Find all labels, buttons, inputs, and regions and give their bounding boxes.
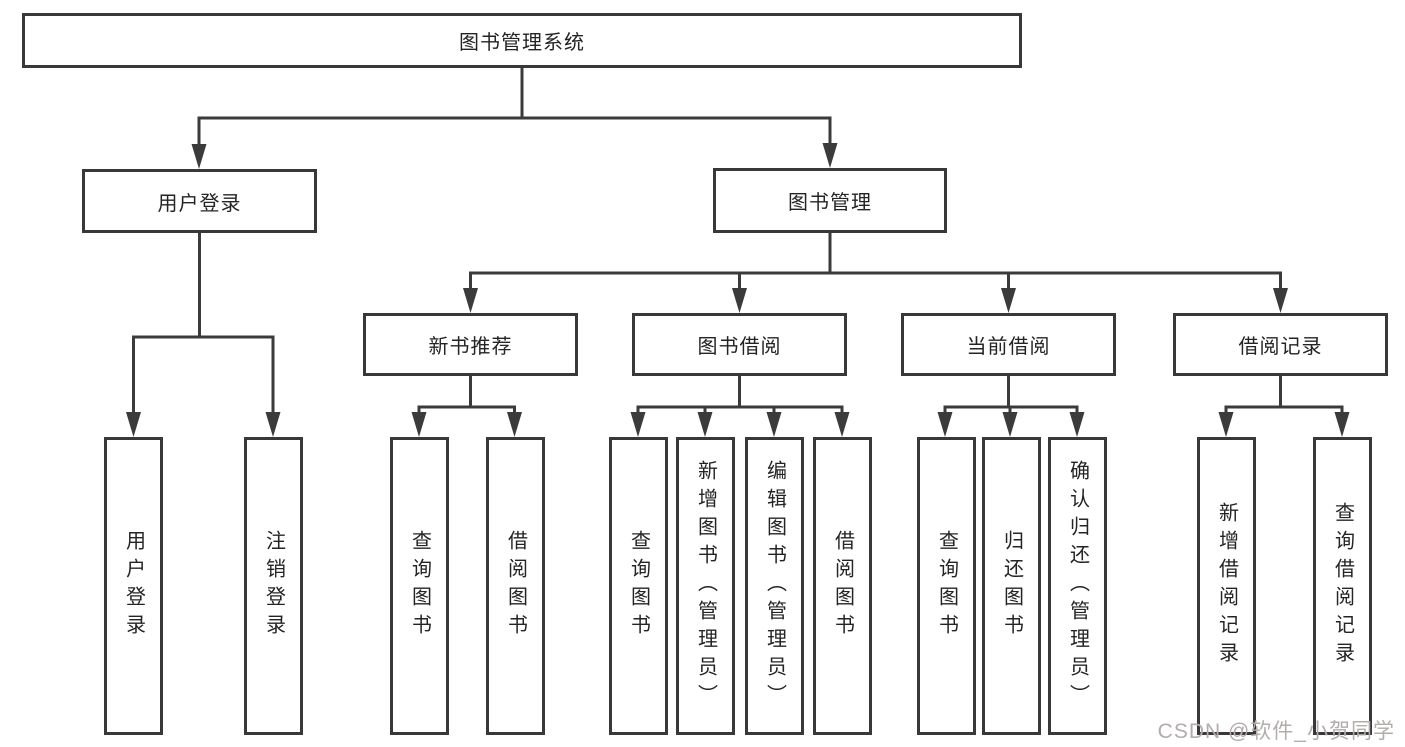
edge-book-borrow-to-leaves	[630, 376, 850, 437]
leaf-borrow-books: 借阅图书	[813, 437, 872, 735]
edge-current-borrow-to-leaves	[937, 376, 1085, 437]
node-current-borrow-label: 当前借阅	[966, 336, 1051, 358]
node-root-label: 图书管理系统	[459, 32, 585, 54]
leaf-logout: 注销登录	[244, 437, 303, 735]
node-book-borrow: 图书借阅	[632, 313, 847, 376]
leaf-label: 借阅图书	[831, 530, 854, 642]
node-current-borrow: 当前借阅	[901, 313, 1116, 376]
leaf-label: 借阅图书	[504, 530, 527, 642]
leaf-add-books-admin: 新增图书（管理员）	[676, 437, 735, 735]
node-root: 图书管理系统	[22, 13, 1022, 68]
leaf-label: 确认归还（管理员）	[1066, 460, 1089, 712]
edge-new-book-recommend-to-leaves	[411, 376, 522, 437]
leaf-label: 查询借阅记录	[1331, 502, 1354, 670]
leaf-query-books-recommend: 查询图书	[390, 437, 449, 735]
edge-book-management-to-level3	[463, 233, 1288, 313]
leaf-label: 新增图书（管理员）	[694, 460, 717, 712]
node-new-book-recommend-label: 新书推荐	[428, 336, 513, 358]
edge-borrow-records-to-leaves	[1218, 376, 1350, 437]
node-user-login-label: 用户登录	[157, 192, 242, 215]
leaf-user-login: 用户登录	[104, 437, 163, 735]
leaf-label: 查询图书	[935, 530, 958, 642]
node-borrow-records: 借阅记录	[1173, 313, 1388, 376]
node-user-login: 用户登录	[82, 169, 317, 233]
leaf-edit-books-admin: 编辑图书（管理员）	[745, 437, 804, 735]
leaf-query-borrow-record: 查询借阅记录	[1313, 437, 1372, 735]
node-book-borrow-label: 图书借阅	[697, 336, 782, 358]
leaf-confirm-return-admin: 确认归还（管理员）	[1048, 437, 1107, 735]
leaf-query-books-current: 查询图书	[917, 437, 976, 735]
leaf-return-books: 归还图书	[982, 437, 1041, 735]
leaf-label: 新增借阅记录	[1215, 502, 1238, 670]
node-book-management-label: 图书管理	[788, 192, 872, 214]
edge-root-to-level2	[191, 68, 838, 169]
node-book-management: 图书管理	[713, 168, 947, 233]
leaf-label: 注销登录	[262, 530, 285, 642]
node-new-book-recommend: 新书推荐	[363, 313, 578, 376]
leaf-label: 查询图书	[627, 530, 650, 642]
leaf-query-books-borrow: 查询图书	[609, 437, 668, 735]
leaf-label: 用户登录	[122, 530, 145, 642]
edge-user-login-to-leaves	[126, 233, 281, 437]
leaf-borrow-books-recommend: 借阅图书	[486, 437, 545, 735]
leaf-label: 编辑图书（管理员）	[763, 460, 786, 712]
node-borrow-records-label: 借阅记录	[1238, 336, 1323, 358]
leaf-add-borrow-record: 新增借阅记录	[1197, 437, 1256, 735]
leaf-label: 归还图书	[1000, 530, 1023, 642]
leaf-label: 查询图书	[408, 530, 431, 642]
watermark: CSDN @软件_小贺同学	[1157, 720, 1395, 743]
